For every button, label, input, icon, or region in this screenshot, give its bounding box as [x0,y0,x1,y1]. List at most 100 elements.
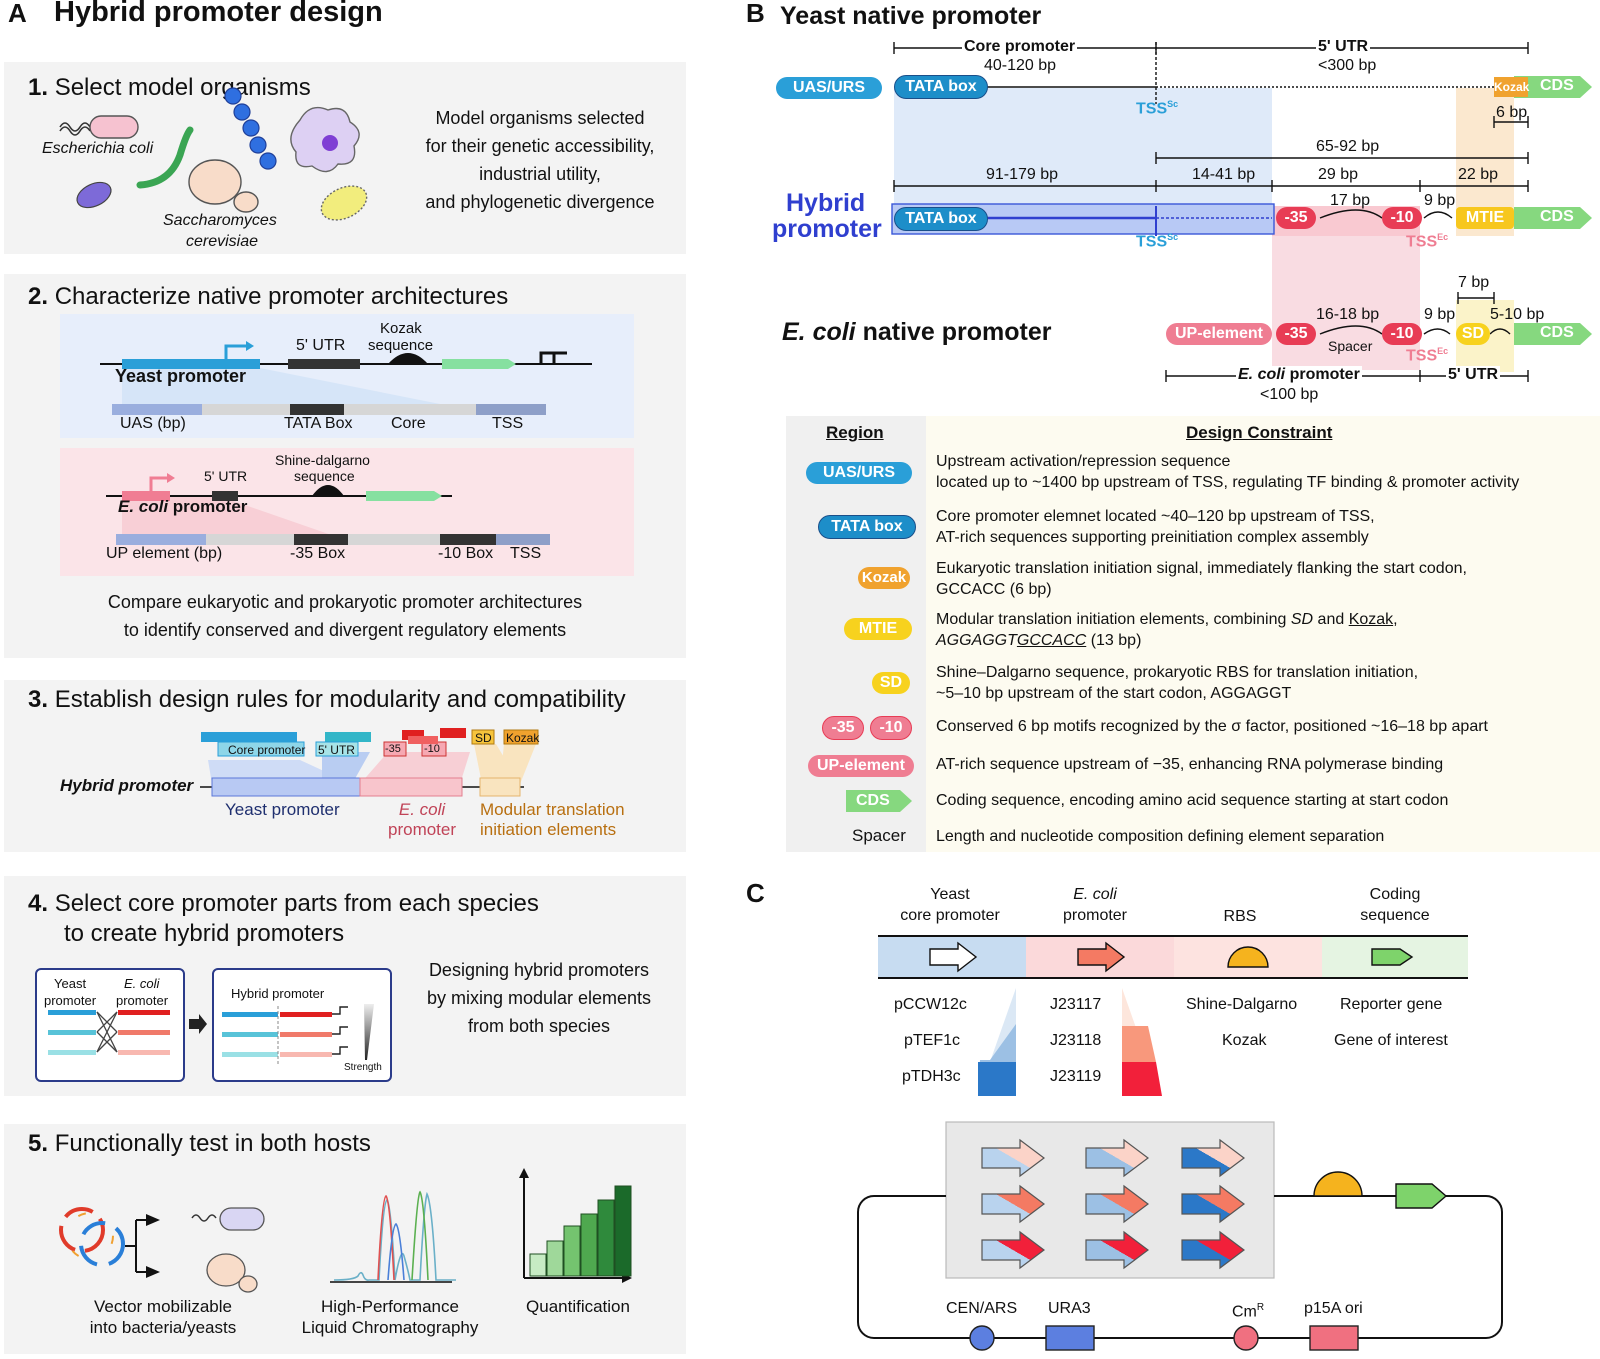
terminator-icon [539,351,567,364]
bp14-label: 14-41 bp [1192,166,1256,183]
j23118-label: J23118 [1050,1032,1102,1049]
yeast-promoter-part: Yeast promoter [225,800,340,819]
hybrid-promoter-arrow [1085,1184,1149,1224]
ura3-label: URA3 [1048,1300,1091,1317]
cds-plasmid-icon [1395,1183,1448,1209]
parts-yeast-1: Yeast [54,976,87,991]
quantification-bar [546,1240,564,1277]
tata-seg-label: TATA Box [284,415,353,432]
bp16-label: 16-18 bp [1316,306,1380,323]
m10-seg-label: -10 Box [438,545,494,562]
yeast-promoter-arrow [929,941,978,973]
bacteria-icon [219,1207,265,1231]
m10-pill-hybrid: -10 [1382,207,1422,229]
utr-len: <300 bp [1318,57,1377,74]
yeast-native-title: Yeast native promoter [780,2,1042,30]
kozak-box-yeast: Kozak [1494,77,1529,97]
step1-heading: 1. Select model organisms [28,74,311,101]
hybrid-title: Hybrid [786,189,866,217]
hybrid-promoter-arrow [1181,1184,1245,1224]
panel-b-label: B [746,0,765,28]
up-pill: UP-element [1166,323,1272,345]
mtie-box-hybrid: MTIE [1456,207,1514,229]
table-cds-label: CDS [856,792,890,809]
ecoli-label: Escherichia coli [42,140,154,157]
hybrid-title-2: promoter [772,215,882,243]
yeast-label-1: Saccharomyces [163,212,277,229]
sd-label-2: sequence [294,468,355,484]
reporter-label: Reporter gene [1340,996,1443,1013]
step3-heading: 3. Establish design rules for modularity… [28,686,626,713]
quantification-bar [614,1185,632,1277]
cen-ars-icon [969,1325,995,1351]
sd-constraint: Shine–Dalgarno sequence, prokaryotic RBS… [936,664,1419,702]
parts-ecoli-1: E. coli [124,976,160,991]
strength-label: Strength [344,1062,382,1073]
ecoli-utr-dim: 5' UTR [1446,366,1501,384]
table-m35-pill: -35 [822,716,864,740]
bp17-label: 17 bp [1330,192,1371,209]
plasmid-icon [66,1212,114,1260]
yeast-promoter-bar [122,359,260,369]
hybrid-box [212,968,392,1082]
table-kozak-pill: Kozak [858,567,910,589]
kozak-label-1: Kozak [380,320,422,337]
yeast-label-2: cerevisiae [186,233,259,250]
hybrid-promoter-arrow [1085,1138,1149,1178]
core-seg-label: Core [391,415,426,432]
tata-pill-hybrid: TATA box [894,207,988,231]
kozak-rbs-label: Kozak [1222,1032,1267,1049]
yeast-cell-icon [188,159,242,205]
up-constraint: AT-rich sequence upstream of −35, enhanc… [936,756,1444,773]
cds-label-ecoli: CDS [1540,324,1574,341]
table-tata-pill: TATA box [818,515,916,539]
m35-tag: -35 [385,743,401,755]
tata-constraint: Core promoter elemnet located ~40–120 bp… [936,508,1375,546]
quantification-bar [597,1199,615,1277]
chromatogram [330,1190,456,1283]
box-constraint: Conserved 6 bp motifs recognized by the … [936,718,1488,735]
bp5-label: 5-10 bp [1490,306,1545,323]
algae-icon [320,185,368,221]
ecoli-tss-seg-label: TSS [510,545,542,562]
cds-icon [442,359,516,369]
mtie-constraint: Modular translation initiation elements,… [936,611,1398,649]
quantification-bar [563,1225,581,1277]
promoter-combinations [981,1138,1245,1270]
kozak-icon [388,353,428,364]
ecoli-promoter-dim: E. coli promoter [1236,366,1362,384]
step2-description: Compare eukaryotic and prokaryotic promo… [107,592,583,640]
ecoli-promoter-arrow [1077,941,1126,973]
rbs-icon [1227,946,1269,968]
bp22-label: 22 bp [1458,166,1499,183]
hybrid-box-title: Hybrid promoter [231,986,325,1001]
oval-cell-icon [76,181,112,209]
ecoli-promoter-name: E. coli promoter [118,497,248,516]
core-promoter-tag: Core promoter [228,743,306,757]
cds-arrow-hybrid [1514,207,1592,229]
parts-yeast-2: promoter [44,993,97,1008]
table-spacer-label: Spacer [852,826,906,845]
m35-seg-label: -35 Box [290,545,346,562]
cds-gene-icon [1371,948,1414,966]
yeast-utr-label: 5' UTR [296,337,346,354]
table-up-pill: UP-element [808,755,914,777]
ecoli-utr-label: 5' UTR [204,468,248,484]
sd-icon [312,485,344,496]
quantification-bars [529,1185,632,1277]
spacer-constraint: Length and nucleotide composition defini… [936,828,1385,845]
hybrid-promoter-arrow [1181,1230,1245,1270]
hybrid-promoter-arrow [981,1230,1045,1270]
cds-arrow-ecoli [1514,323,1592,345]
table-mtie-pill: MTIE [844,618,912,640]
tss-arrow-icon [224,344,248,359]
region-header: Region [826,423,884,442]
kozak-label-2: sequence [368,337,434,354]
